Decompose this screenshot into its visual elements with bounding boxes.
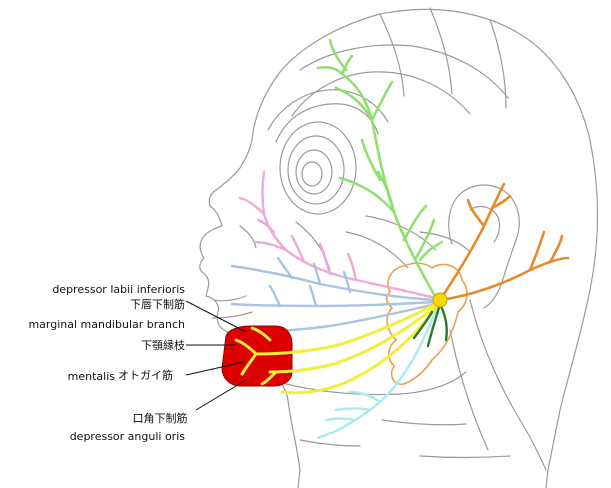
temporal-branch	[316, 38, 444, 300]
mentalis-label-jp: オトガイ筋	[118, 369, 173, 382]
zygomatic-branch	[238, 170, 438, 300]
cervical-branch	[316, 308, 438, 440]
depressor-labii-label-jp: 下唇下制筋	[130, 298, 185, 311]
nerve-trunk	[432, 292, 448, 308]
depressor-anguli-label-jp: 口角下制筋	[132, 412, 188, 425]
head-outline	[199, 7, 599, 488]
posterior-auricular-branch	[438, 182, 570, 302]
depressor-labii-label-en: depressor labii inferioris	[52, 283, 185, 296]
buccal-branch	[230, 256, 438, 334]
marginal-mandibular-branch	[234, 302, 438, 395]
leader-lines	[185, 300, 247, 411]
depressor-anguli-label-en: depressor anguli oris	[69, 430, 185, 443]
marginal-branch-label-jp: 下顎縁枝	[141, 339, 185, 352]
mentalis-label-en: mentalis	[67, 370, 115, 383]
marginal-branch-label-en: marginal mandibular branch	[28, 318, 185, 331]
parotid-gland-outline	[385, 262, 468, 386]
mentalis-muscle	[221, 325, 293, 387]
